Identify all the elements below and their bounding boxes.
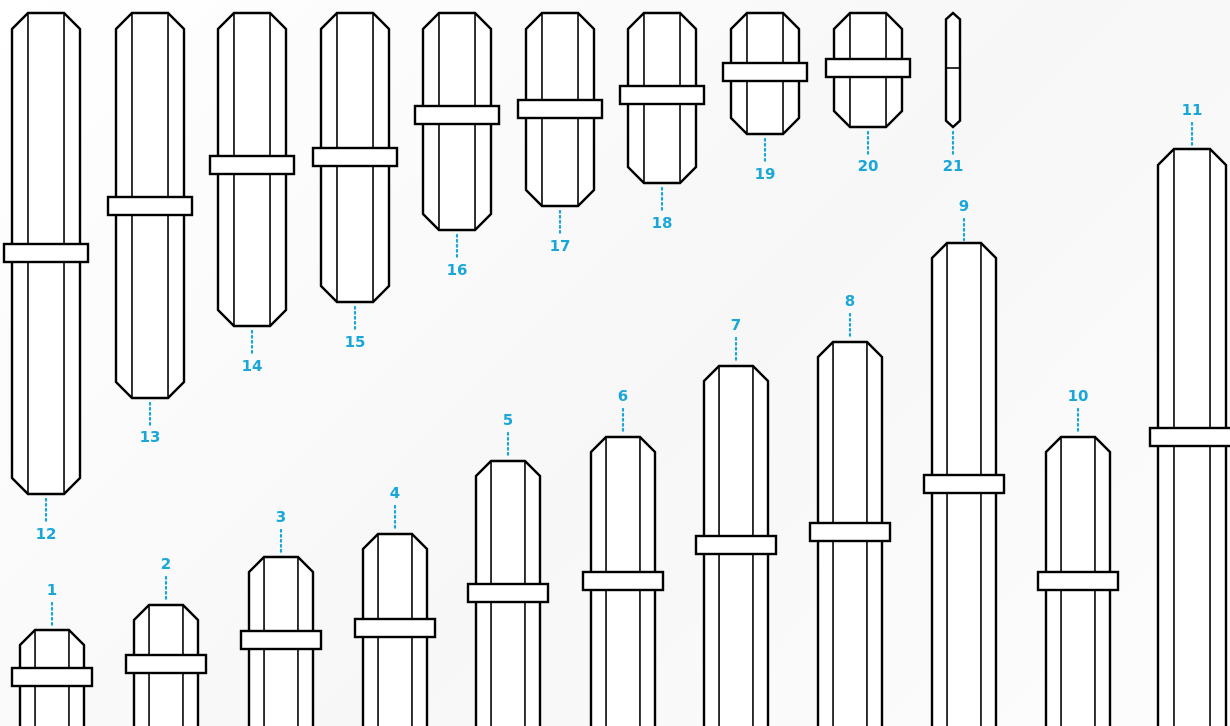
rod-band: [922, 473, 1006, 495]
rod-band: [124, 653, 208, 675]
rod-20: 20: [824, 11, 912, 175]
rod-band: [808, 521, 892, 543]
rod-band: [721, 61, 809, 83]
rod-16: 16: [413, 11, 501, 279]
rod-outline: [944, 11, 962, 129]
rod-band: [516, 98, 604, 120]
rod-label: 21: [943, 157, 964, 175]
rod-band: [311, 146, 399, 168]
rod-13: 13: [106, 11, 194, 446]
rod-label: 4: [390, 484, 400, 502]
rod-band: [466, 582, 550, 604]
rod-9: 9: [922, 197, 1006, 726]
rod-label: 19: [755, 165, 776, 183]
rod-6: 6: [581, 387, 665, 726]
rod-label: 8: [845, 292, 855, 310]
rod-band: [353, 617, 437, 639]
rod-5: 5: [466, 411, 550, 726]
rod-label: 5: [503, 411, 513, 429]
rod-band: [413, 104, 501, 126]
rod-21: 21: [943, 11, 964, 175]
rod-label: 6: [618, 387, 628, 405]
rod-14: 14: [208, 11, 296, 375]
rod-label: 1: [47, 581, 57, 599]
rod-band: [1148, 426, 1230, 448]
rod-11: 11: [1148, 101, 1230, 726]
rod-18: 18: [618, 11, 706, 232]
rod-2: 2: [124, 555, 208, 726]
rod-1: 1: [10, 581, 94, 726]
rod-4: 4: [353, 484, 437, 726]
rod-band: [824, 57, 912, 79]
rod-label: 3: [276, 508, 286, 526]
rod-label: 9: [959, 197, 969, 215]
rod-label: 15: [345, 333, 366, 351]
rod-label: 11: [1182, 101, 1203, 119]
rod-15: 15: [311, 11, 399, 351]
rod-band: [106, 195, 194, 217]
rod-19: 19: [721, 11, 809, 183]
rod-label: 20: [858, 157, 879, 175]
rod-label: 2: [161, 555, 171, 573]
rod-label: 17: [550, 237, 571, 255]
rod-label: 7: [731, 316, 741, 334]
rod-band: [1036, 570, 1120, 592]
rod-10: 10: [1036, 387, 1120, 726]
rod-band: [208, 154, 296, 176]
rod-label: 16: [447, 261, 468, 279]
rod-label: 18: [652, 214, 673, 232]
rod-3: 3: [239, 508, 323, 726]
rod-label: 10: [1068, 387, 1089, 405]
rod-band: [2, 242, 90, 264]
rod-7: 7: [694, 316, 778, 726]
rod-label: 14: [242, 357, 263, 375]
rod-band: [694, 534, 778, 556]
rod-8: 8: [808, 292, 892, 726]
rod-12: 12: [2, 11, 90, 543]
rod-band: [10, 666, 94, 688]
rod-label: 12: [36, 525, 57, 543]
rod-band: [239, 629, 323, 651]
rod-label: 13: [140, 428, 161, 446]
rod-band: [618, 84, 706, 106]
rod-17: 17: [516, 11, 604, 255]
rod-band: [581, 570, 665, 592]
